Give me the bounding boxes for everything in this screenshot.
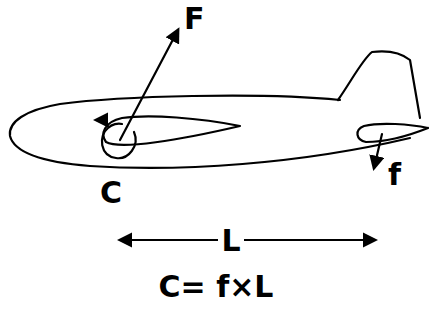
tail-fin xyxy=(338,51,420,118)
tail-force-arrow xyxy=(374,134,382,168)
moment-arrowhead xyxy=(96,120,108,126)
length-label: L xyxy=(221,226,240,256)
moment-label: C xyxy=(100,178,122,208)
label-patch xyxy=(218,226,244,256)
force-arrow xyxy=(120,30,178,140)
moment-arc xyxy=(102,124,136,159)
force-label: F xyxy=(184,4,205,34)
dimension-arrow xyxy=(120,239,375,241)
tail-plane xyxy=(357,124,428,142)
tail-force-label: f xyxy=(388,160,401,190)
equation-label: C= f×L xyxy=(159,272,274,302)
fuselage-outline xyxy=(10,96,410,168)
